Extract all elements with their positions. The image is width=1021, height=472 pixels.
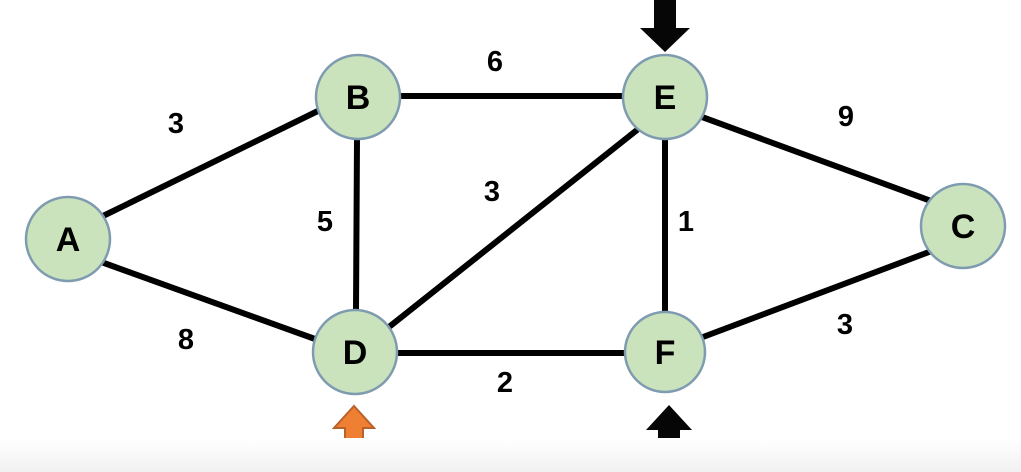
edge-a-b: [100, 105, 327, 219]
node-a-circle[interactable]: [24, 195, 112, 283]
weight-e-f: 1: [678, 206, 694, 238]
node-a-label: A: [56, 221, 81, 259]
edge-d-e: [386, 127, 640, 330]
node-c-label: C: [951, 208, 976, 246]
node-c-circle[interactable]: [919, 182, 1007, 270]
node-b-label: B: [346, 79, 371, 117]
weight-d-f: 2: [497, 367, 513, 399]
edge-f-c: [700, 249, 932, 340]
weight-f-c: 3: [837, 309, 853, 341]
weight-b-e: 6: [487, 46, 503, 78]
node-a[interactable]: A: [24, 195, 112, 283]
arrow-into-f-icon: [646, 405, 692, 460]
weight-d-e: 3: [484, 176, 500, 208]
edge-b-d: [353, 136, 360, 313]
weight-e-c: 9: [838, 101, 854, 133]
node-e-circle[interactable]: [621, 53, 709, 141]
node-f-label: F: [655, 334, 676, 372]
weight-b-d: 5: [317, 206, 333, 238]
node-f[interactable]: F: [623, 310, 707, 394]
node-group: A B C D E F: [24, 53, 1007, 396]
arrow-into-e-icon: [640, 0, 690, 52]
node-e-label: E: [654, 79, 677, 117]
node-e[interactable]: E: [621, 53, 709, 141]
weight-a-b: 3: [168, 108, 184, 140]
edge-group: [100, 93, 934, 356]
weight-a-d: 8: [178, 324, 194, 356]
edge-a-d: [101, 260, 318, 342]
edge-e-c: [699, 114, 934, 204]
edge-weight-labels: 3 8 6 5 3 2 1 9 3: [168, 46, 854, 399]
node-d[interactable]: D: [311, 308, 399, 396]
node-d-circle[interactable]: [311, 308, 399, 396]
arrow-into-d-icon: [331, 404, 377, 462]
node-b[interactable]: B: [314, 53, 402, 141]
node-f-circle[interactable]: [623, 310, 707, 394]
node-c[interactable]: C: [919, 182, 1007, 270]
node-b-circle[interactable]: [314, 53, 402, 141]
node-d-label: D: [343, 334, 368, 372]
